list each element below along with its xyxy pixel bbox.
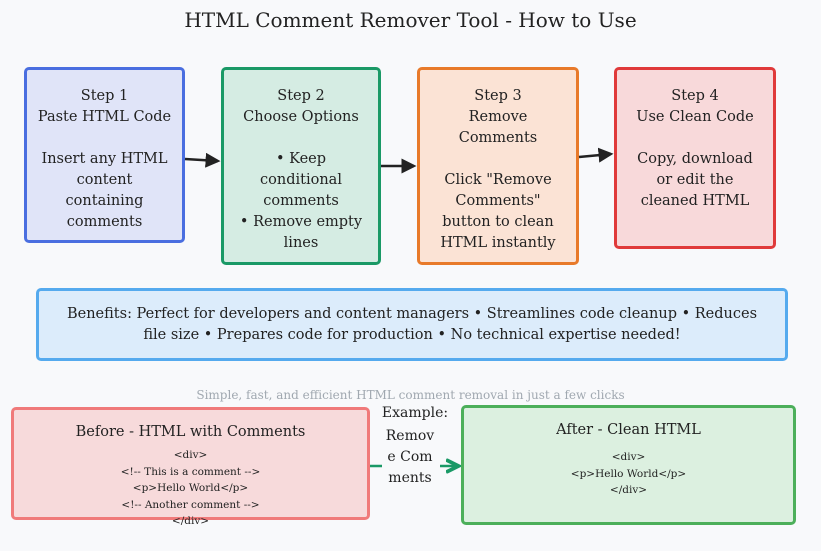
code-line: <p>Hello World</p> [132, 482, 249, 494]
step-2-box: Step 2 Choose Options • Keep conditional… [221, 67, 381, 265]
step-1-box: Step 1 Paste HTML Code Insert any HTML c… [24, 67, 185, 243]
benefits-text: Benefits: Perfect for developers and con… [66, 305, 758, 343]
step-heading: Step 3 [474, 88, 522, 104]
step-text: cleaned HTML [640, 193, 750, 209]
step-text: Copy, download [637, 151, 753, 167]
step-text: • Remove empty [239, 214, 363, 230]
step-text: containing [65, 193, 144, 209]
step-name: Choose Options [243, 109, 359, 125]
after-box: After - Clean HTML <div> <p>Hello World<… [461, 405, 796, 525]
before-code: <div> <!-- This is a comment --> <p>Hell… [121, 447, 261, 530]
step-name: Use Clean Code [636, 109, 754, 125]
step-text: HTML instantly [440, 235, 556, 251]
arrow-step3-step4 [578, 147, 614, 163]
example-label: Example: [381, 405, 449, 421]
step-text: lines [283, 235, 319, 251]
code-line: <div> [611, 451, 646, 463]
code-line: <!-- This is a comment --> [120, 465, 261, 478]
step-text: conditional [260, 172, 342, 188]
subtitle: Simple, fast, and efficient HTML comment… [196, 388, 625, 402]
before-box: Before - HTML with Comments <div> <!-- T… [11, 407, 370, 527]
step-text: comments [66, 214, 143, 230]
step-text: Click "Remove [444, 172, 552, 188]
code-line: </div> [609, 484, 648, 496]
step-heading: Step 2 [277, 88, 325, 104]
step-text: • Keep [275, 151, 327, 167]
step-text: content [76, 172, 133, 188]
after-title: After - Clean HTML [556, 422, 701, 438]
arrow-step1-step2 [184, 152, 221, 168]
step-heading: Step 4 [671, 88, 719, 104]
step-text: comments [263, 193, 339, 209]
arrow-label: Remove Comments [385, 428, 435, 486]
step-heading: Step 1 [80, 88, 129, 104]
step-text: Comments" [455, 193, 541, 209]
after-code: <div> <p>Hello World</p> </div> [571, 449, 686, 499]
step-text: Insert any HTML [41, 151, 168, 167]
step-3-box: Step 3 Remove Comments Click "Remove Com… [417, 67, 579, 265]
step-name: Remove Comments [458, 109, 538, 146]
step-name: Paste HTML Code [37, 109, 172, 125]
step-text: button to clean [442, 214, 554, 230]
benefits-box: Benefits: Perfect for developers and con… [36, 288, 788, 361]
code-line: </div> [171, 515, 210, 527]
code-line: <!-- Another comment --> [121, 498, 260, 511]
code-line: <p>Hello World</p> [570, 467, 687, 480]
code-line: <div> [173, 449, 208, 461]
step-text: or edit the [656, 172, 734, 188]
step-4-box: Step 4 Use Clean Code Copy, download or … [614, 67, 776, 249]
before-title: Before - HTML with Comments [75, 424, 306, 440]
page-title: HTML Comment Remover Tool - How to Use [184, 8, 637, 32]
